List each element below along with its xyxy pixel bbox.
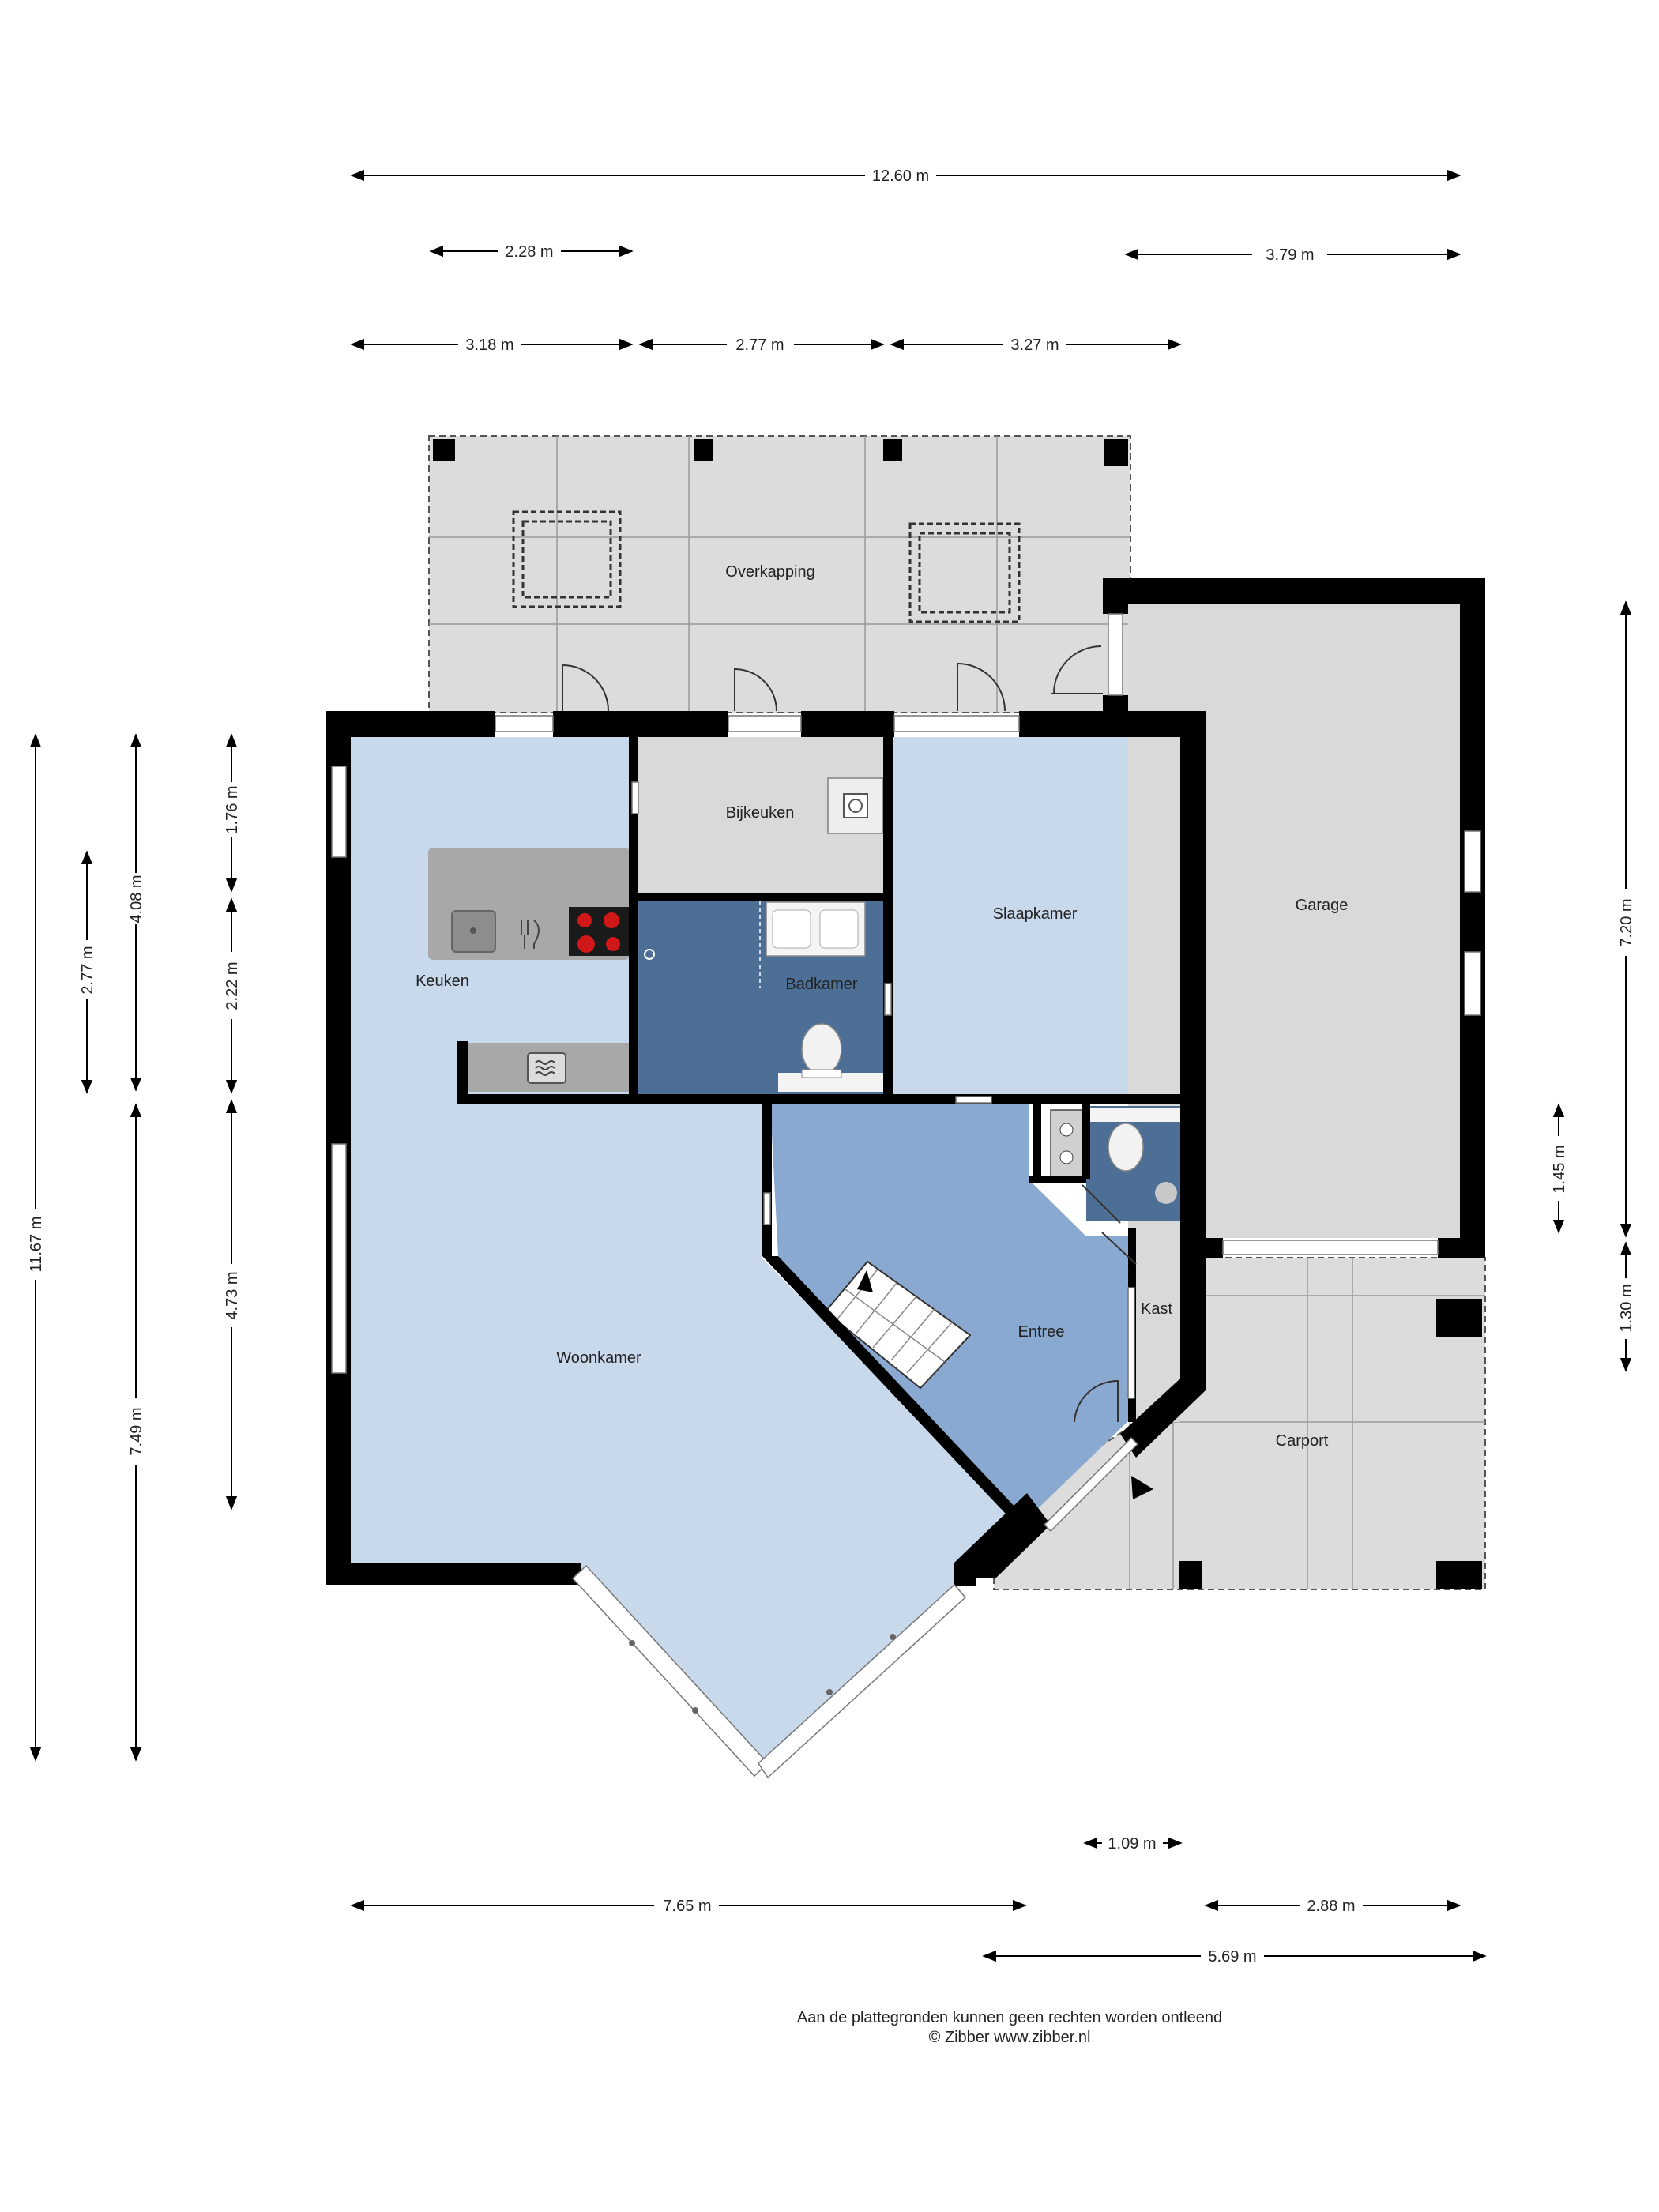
room-label-kast: Kast — [1141, 1300, 1172, 1318]
walls — [326, 578, 1485, 1586]
dimension-lines — [29, 169, 1632, 1962]
entree-floor — [770, 1104, 1131, 1521]
room-label-entree: Entree — [1018, 1323, 1065, 1341]
guest-toilet-fixtures — [1050, 1108, 1182, 1204]
dim-top-total: 12.60 m — [872, 167, 929, 185]
overkapping-area — [428, 435, 1131, 713]
footer-disclaimer: Aan de plattegronden kunnen geen rechten… — [797, 2009, 1222, 2026]
room-label-bijkeuken: Bijkeuken — [726, 804, 795, 822]
toilet-icon — [801, 1023, 842, 1075]
windows — [331, 613, 1481, 1374]
dim-left-408: 4.08 m — [128, 875, 145, 923]
dim-left-222: 2.22 m — [224, 961, 241, 1010]
stairs — [824, 1260, 972, 1390]
hob-icon — [577, 912, 620, 953]
room-label-overkapping: Overkapping — [725, 563, 814, 581]
dim-top-327: 3.27 m — [1010, 337, 1059, 354]
room-label-carport: Carport — [1276, 1432, 1329, 1450]
dim-bottom-288: 2.88 m — [1307, 1898, 1355, 1915]
room-label-woonkamer: Woonkamer — [556, 1349, 641, 1367]
dim-bottom-765: 7.65 m — [663, 1898, 711, 1915]
carport-area — [993, 1257, 1486, 1590]
dim-bottom-569: 5.69 m — [1208, 1948, 1256, 1966]
dim-left-1167: 11.67 m — [28, 1217, 45, 1273]
dim-top-228: 2.28 m — [505, 243, 553, 261]
kitchen-island — [428, 848, 630, 960]
washing-machine-icon — [843, 793, 868, 818]
dim-right-130: 1.30 m — [1618, 1284, 1635, 1332]
kitchen-counter — [466, 1043, 632, 1092]
dim-top-277: 2.77 m — [735, 337, 784, 354]
dim-bottom-109: 1.09 m — [1108, 1835, 1156, 1853]
dim-left-176: 1.76 m — [224, 785, 241, 833]
dim-left-749: 7.49 m — [128, 1407, 145, 1455]
dim-right-145: 1.45 m — [1551, 1145, 1568, 1193]
dim-top-318: 3.18 m — [465, 337, 514, 354]
doors — [562, 645, 1137, 1423]
room-label-garage: Garage — [1296, 897, 1349, 914]
footer-copyright: © Zibber www.zibber.nl — [929, 2029, 1091, 2046]
dim-top-379: 3.79 m — [1266, 246, 1314, 264]
room-label-slaapkamer: Slaapkamer — [993, 905, 1078, 923]
dim-left-473: 4.73 m — [224, 1271, 241, 1319]
dim-left-277: 2.77 m — [79, 946, 96, 994]
room-label-badkamer: Badkamer — [785, 976, 857, 993]
dim-right-720: 7.20 m — [1618, 898, 1635, 946]
dishwasher-icon — [535, 1060, 555, 1076]
cutlery-icon — [521, 920, 540, 949]
bathroom-fixtures — [644, 901, 883, 1092]
room-label-keuken: Keuken — [416, 972, 469, 990]
stairs-arrow-icon — [857, 1270, 873, 1292]
bay-window — [571, 1564, 967, 1779]
